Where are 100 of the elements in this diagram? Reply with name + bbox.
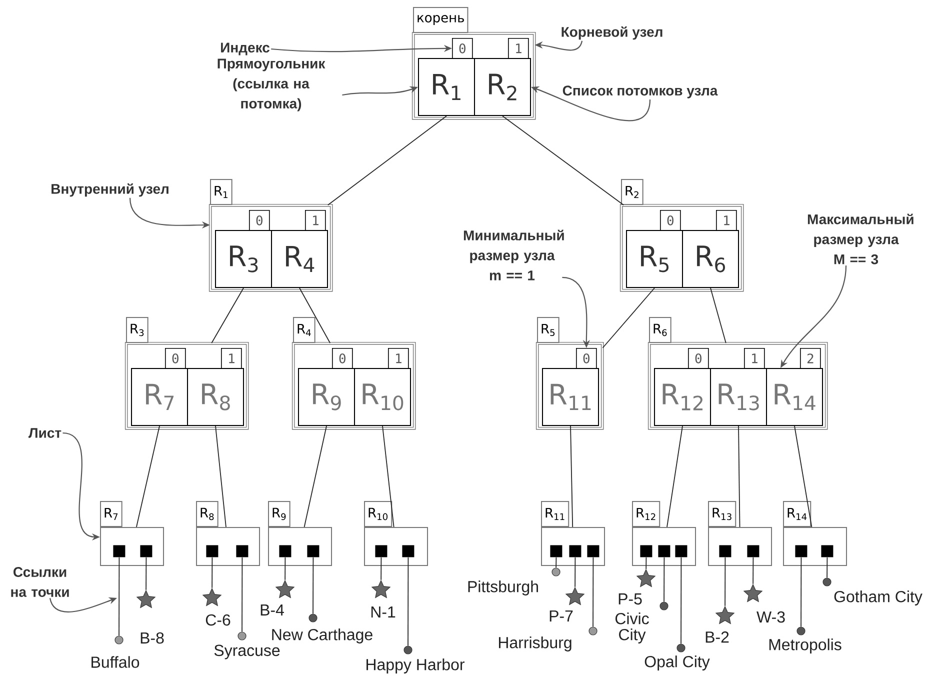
entry-square bbox=[140, 545, 152, 558]
point-label: New Carthage bbox=[272, 628, 372, 644]
entry-cell: R$_{2}$ bbox=[474, 58, 531, 116]
node-tab: R$_{9}$ bbox=[268, 501, 290, 527]
connector-line bbox=[118, 556, 120, 636]
node-tab: R$_{8}$ bbox=[196, 501, 218, 527]
node-tab: R$_{3}$ bbox=[126, 317, 148, 343]
connector-line bbox=[284, 556, 286, 580]
point-label: B-8 bbox=[140, 632, 164, 644]
entry-square bbox=[587, 545, 600, 558]
entry-square bbox=[550, 545, 562, 558]
index-box: 0 bbox=[688, 348, 709, 369]
connector-line bbox=[299, 288, 331, 344]
entry-square bbox=[279, 545, 292, 558]
index-box: 0 bbox=[249, 210, 270, 231]
entry-cell: R$_{3}$ bbox=[215, 230, 272, 288]
entry-square bbox=[236, 545, 248, 558]
point-label: P-7 bbox=[550, 610, 573, 622]
node-tab: R$_{13}$ bbox=[708, 501, 736, 527]
connector-line bbox=[724, 556, 726, 606]
point-label: Opal City bbox=[644, 656, 710, 670]
index-box: 2 bbox=[800, 348, 821, 369]
connector-line bbox=[602, 288, 655, 348]
node-tab: R$_{11}$ bbox=[541, 501, 570, 527]
node-tab: R$_{6}$ bbox=[649, 317, 672, 343]
entry-cell: R$_{13}$ bbox=[710, 368, 767, 426]
connector-line bbox=[738, 426, 740, 528]
entry-square bbox=[658, 545, 670, 558]
entry-square bbox=[795, 545, 808, 558]
callout-label: Внутренний узел bbox=[52, 183, 168, 197]
connector-line bbox=[710, 288, 726, 344]
connector-line bbox=[304, 426, 327, 528]
connector-line bbox=[312, 556, 314, 614]
point-label: W-3 bbox=[756, 611, 785, 623]
index-box: 1 bbox=[221, 348, 242, 369]
connector-line bbox=[826, 556, 828, 578]
connector-line bbox=[794, 426, 812, 528]
index-box: 1 bbox=[508, 38, 529, 59]
point-label: Civic City bbox=[616, 612, 649, 644]
connector-line bbox=[502, 116, 624, 206]
entry-cell: R$_{8}$ bbox=[187, 368, 244, 426]
entry-cell: R$_{6}$ bbox=[682, 230, 739, 288]
index-box: 1 bbox=[744, 348, 765, 369]
point-label: Harrisburg bbox=[498, 636, 572, 652]
connector-line bbox=[408, 556, 409, 646]
connector-line bbox=[680, 556, 682, 644]
entry-square bbox=[719, 545, 732, 558]
entry-cell: R$_{5}$ bbox=[626, 230, 683, 288]
callout-label: Индекс bbox=[221, 42, 270, 56]
index-box: 1 bbox=[388, 348, 409, 369]
index-box: 0 bbox=[576, 348, 597, 369]
connector-line bbox=[136, 426, 160, 528]
entry-cell: R$_{7}$ bbox=[131, 368, 188, 426]
node-tab: корень bbox=[413, 7, 468, 33]
connector-line bbox=[556, 556, 557, 568]
point-label: Happy Harbor bbox=[366, 658, 464, 674]
entry-cell: R$_{11}$ bbox=[542, 368, 599, 426]
entry-square bbox=[307, 545, 320, 558]
callout-label: Максимальный размер узла M == 3 bbox=[808, 214, 914, 264]
entry-square bbox=[821, 545, 834, 558]
index-box: 1 bbox=[716, 210, 737, 231]
entry-cell: R$_{12}$ bbox=[654, 368, 711, 426]
point-label: P-5 bbox=[618, 593, 642, 605]
entry-cell: R$_{9}$ bbox=[298, 368, 355, 426]
point-label: C-6 bbox=[206, 614, 230, 626]
node-tab: R$_{5}$ bbox=[537, 317, 560, 343]
entry-cell: R$_{1}$ bbox=[418, 58, 475, 116]
connector-line bbox=[215, 426, 226, 528]
entry-square bbox=[206, 545, 218, 558]
index-box: 0 bbox=[452, 38, 473, 59]
node-tab: R$_{12}$ bbox=[632, 501, 660, 527]
index-box: 0 bbox=[165, 348, 186, 369]
callout-label: Прямоугольник (ссылка на потомка) bbox=[218, 58, 326, 112]
connector-line bbox=[212, 556, 213, 588]
point-label: B-4 bbox=[260, 604, 284, 616]
connector-line bbox=[242, 556, 243, 632]
callout-label: Корневой узел bbox=[562, 26, 662, 40]
connector-line bbox=[752, 556, 754, 584]
point-label: N-1 bbox=[371, 606, 396, 618]
connector-line bbox=[664, 556, 665, 602]
connector-line bbox=[646, 556, 647, 570]
connector-line bbox=[570, 426, 574, 528]
callout-label: Ссылки на точки bbox=[11, 567, 69, 597]
index-box: 0 bbox=[660, 210, 681, 231]
entry-square bbox=[675, 545, 688, 558]
node-tab: R$_{4}$ bbox=[293, 317, 316, 343]
connector-line bbox=[380, 556, 382, 580]
point-label: Syracuse bbox=[214, 644, 280, 660]
node-tab: R$_{2}$ bbox=[621, 179, 644, 205]
node-tab: R$_{1}$ bbox=[210, 179, 232, 205]
connector-line bbox=[800, 556, 802, 628]
index-box: 0 bbox=[332, 348, 353, 369]
connector-line bbox=[146, 556, 147, 590]
point-label: B-2 bbox=[706, 631, 729, 643]
entry-square bbox=[569, 545, 582, 558]
entry-cell: R$_{10}$ bbox=[354, 368, 411, 426]
entry-square bbox=[747, 545, 760, 558]
connector-line bbox=[574, 556, 576, 588]
connector-line bbox=[382, 426, 394, 528]
entry-square bbox=[402, 545, 414, 558]
